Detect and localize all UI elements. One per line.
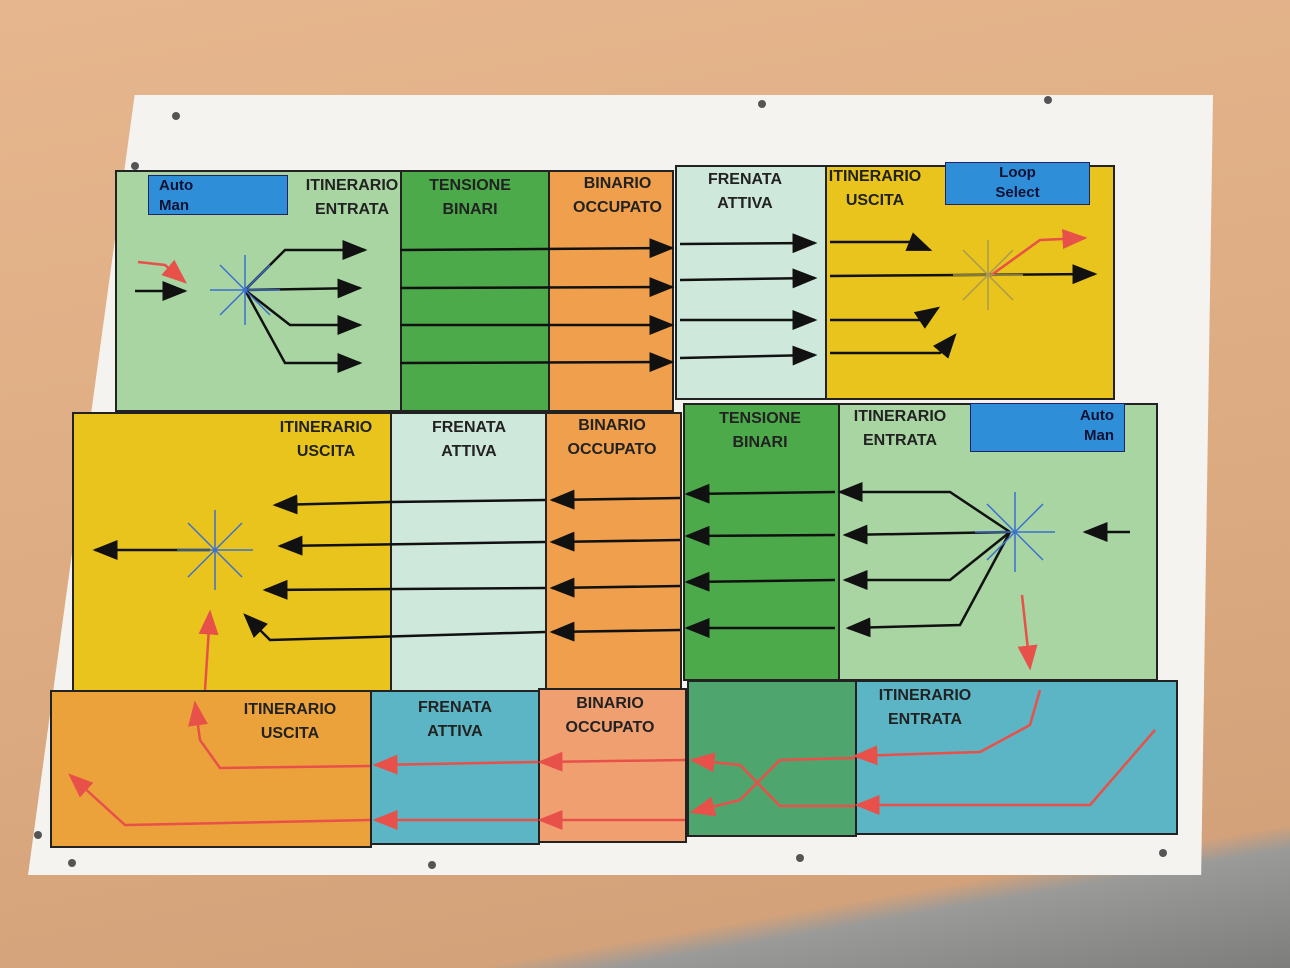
tl-tensione-binari bbox=[400, 170, 550, 412]
mounting-screws bbox=[34, 96, 1167, 869]
ml-frenata-attiva bbox=[390, 412, 547, 692]
man-label: Man bbox=[159, 197, 189, 214]
junction-star-icons bbox=[177, 240, 1055, 590]
auto-label: Auto bbox=[159, 177, 194, 194]
br-itinerario-entrata bbox=[855, 680, 1178, 835]
red-track-arrows bbox=[68, 229, 1156, 830]
bl-binario-occupato bbox=[538, 688, 687, 843]
black-track-arrows bbox=[92, 232, 1130, 642]
ml-binario-occupato bbox=[545, 412, 682, 692]
